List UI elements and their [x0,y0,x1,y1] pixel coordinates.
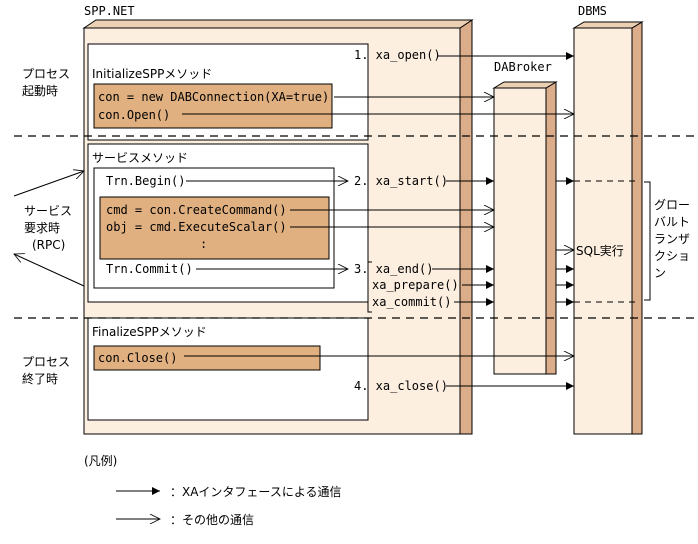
xa-end-label: 3. xa_end() [354,262,433,276]
global-tx-line2: バルト [654,215,690,229]
xa-open-label: 1. xa_open() [354,48,441,62]
phase-shutdown-line2: 終了時 [22,371,58,386]
code-create-command: cmd = con.CreateCommand() [106,203,287,217]
code-con-open: con.Open() [98,108,170,122]
legend-other-label: ：その他の通信 [170,513,254,527]
xa-close-label: 4. xa_close() [354,379,448,393]
finalize-code-box [93,345,321,371]
xa-commit-bracket [367,261,372,313]
sql-exec-label: SQL実行 [576,243,624,258]
phase-shutdown-line1: プロセス [22,355,70,369]
dabroker-box [492,81,558,375]
dbms-box [572,21,644,435]
phase-service-line1: サービス [24,204,72,218]
dbms-label: DBMS [578,4,607,18]
code-ellipsis: : [200,237,207,251]
global-tx-line1: グロー [654,198,690,212]
phase-startup-line1: プロセス [22,67,70,81]
global-tx-bracket [644,181,651,301]
finalize-method-title: FinalizeSPPメソッド [92,325,207,339]
global-tx-line4: クショ [654,249,690,263]
xa-prepare-label: xa_prepare() [372,278,459,292]
code-con-close: con.Close() [98,351,177,365]
service-code-box [99,196,330,260]
legend-title: (凡例) [84,454,117,468]
dabroker-label: DABroker [494,60,552,74]
init-code-box [93,83,333,129]
service-method-title: サービスメソッド [92,151,188,165]
rpc-response-arrow [14,254,85,287]
code-trn-begin: Trn.Begin() [106,174,185,188]
phase-service-line3: (RPC) [32,238,65,252]
initialize-method-title: InitializeSPPメソッド [92,67,212,81]
global-tx-line5: ン [654,266,666,280]
xa-start-label: 2. xa_start() [354,174,448,188]
code-execute-scalar: obj = cmd.ExecuteScalar() [106,220,287,234]
phase-startup-line2: 起動時 [22,84,58,98]
spp-net-label: SPP.NET [84,4,135,18]
phase-service-line2: 要求時 [24,221,60,235]
code-new-connection: con = new DABConnection(XA=true) [98,90,329,104]
xa-commit-label: xa_commit() [372,295,451,309]
legend-xa-label: ：XAインタフェースによる通信 [170,485,341,499]
global-tx-line3: ランザ [654,232,690,246]
rpc-request-arrow [13,171,84,197]
code-trn-commit: Trn.Commit() [106,262,193,276]
